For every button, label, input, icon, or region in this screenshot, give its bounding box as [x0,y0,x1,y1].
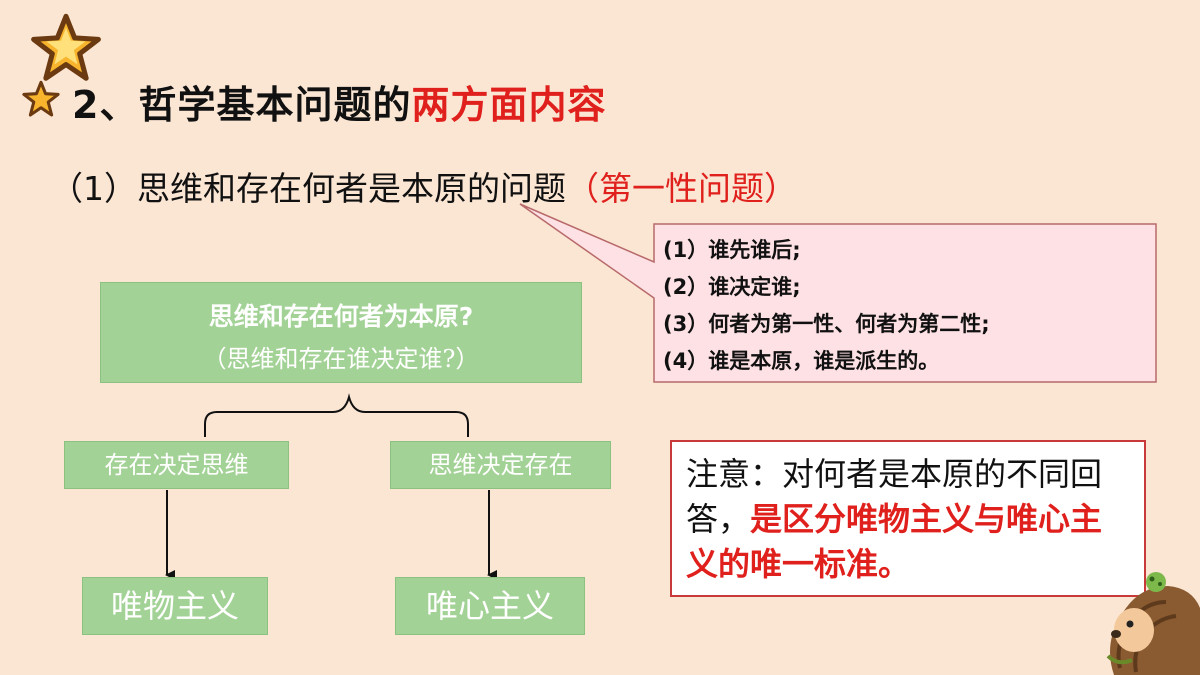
right-branch-box: 思维决定存在 [390,441,611,489]
callout-line: (1）谁先谁后; [663,238,801,262]
page-title: 2、哲学基本问题的两方面内容 [72,74,606,129]
callout-line: (3）何者为第一性、何者为第二性; [663,312,990,336]
title-number-text: 2、哲学基本问题的 [72,83,412,127]
callout-line: (2）谁决定谁; [663,275,801,299]
question-sub: （思维和存在谁决定谁?） [202,345,480,373]
subheading: （1）思维和存在何者是本原的问题（第一性问题） [50,162,797,210]
hedgehog-icon [1106,572,1200,675]
note-prefix: 注意：对何者是本原的不同回答， [686,455,1103,538]
materialism-box: 唯物主义 [82,577,268,635]
title-highlight-text: 两方面内容 [411,83,607,127]
callout-text: (1）谁先谁后; (2）谁决定谁; (3）何者为第一性、何者为第二性; (4）谁… [663,232,1153,380]
note-box: 注意：对何者是本原的不同回答，是区分唯物主义与唯心主义的唯一标准。 [670,440,1146,597]
brace-icon [204,393,469,437]
note-emphasis: 是区分唯物主义与唯心主义的唯一标准。 [686,500,1103,583]
small-star-icon [22,80,60,117]
left-branch-box: 存在决定思维 [64,441,289,489]
subheading-highlight-text: （第一性问题） [566,169,797,208]
subheading-main-text: （1）思维和存在何者是本原的问题 [50,169,566,208]
question-box: 思维和存在何者为本原? （思维和存在谁决定谁?） [100,282,582,383]
callout-line: (4）谁是本原，谁是派生的。 [663,349,940,373]
question-main: 思维和存在何者为本原? [208,302,474,331]
big-star-icon [31,13,101,81]
idealism-box: 唯心主义 [395,577,585,635]
